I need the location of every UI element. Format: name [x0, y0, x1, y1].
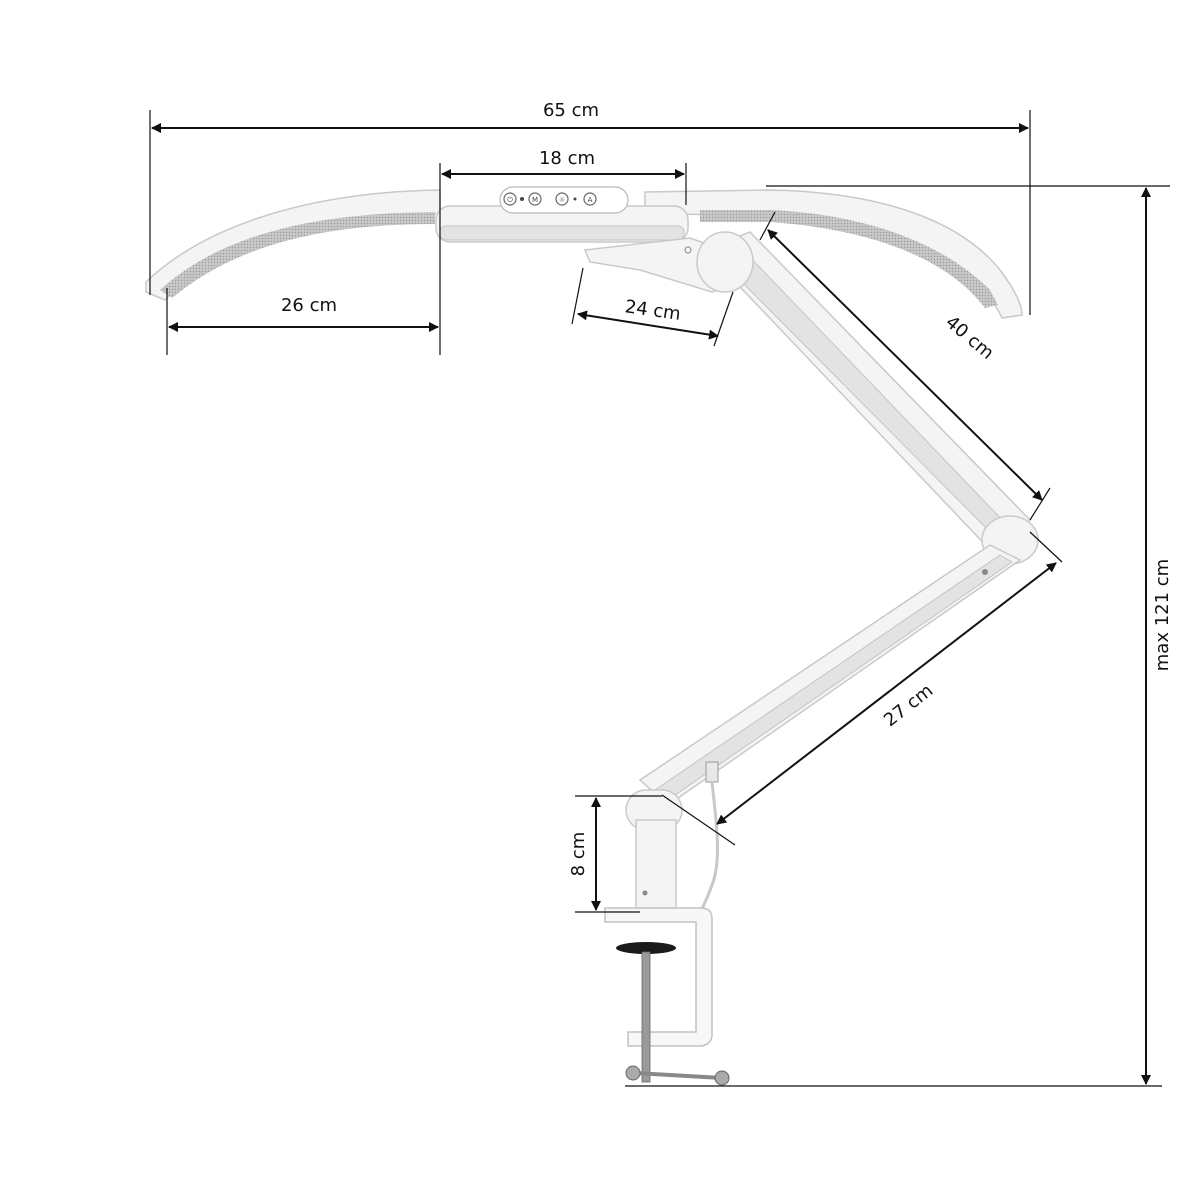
upper-joint — [696, 231, 754, 293]
power-cable — [698, 781, 719, 919]
upper-arm-label: 40 cm — [941, 312, 997, 364]
center-module-label: 18 cm — [539, 148, 595, 169]
side-head-label: 26 cm — [281, 295, 337, 316]
left-light-head — [145, 189, 441, 301]
indicator-dot — [573, 197, 577, 201]
head-mount-arm-label: 24 cm — [624, 296, 682, 325]
screw-icon — [684, 246, 692, 254]
power-icon: ⏻ — [507, 196, 513, 204]
auto-icon: A — [588, 196, 593, 204]
brightness-button[interactable]: ☼ — [555, 192, 569, 206]
lamp-illustration: ⏻ M ☼ A — [145, 186, 1039, 1086]
total-width-label: 65 cm — [543, 100, 599, 121]
dimension-lower-arm: 27 cm — [661, 531, 1063, 846]
center-module: ⏻ M ☼ A — [435, 186, 689, 243]
dimension-max-height: max 121 cm — [625, 187, 1173, 1087]
clamp-handle[interactable] — [633, 1071, 723, 1080]
indicator-dot — [520, 197, 524, 201]
screw-icon — [982, 569, 988, 575]
mode-button[interactable]: M — [528, 192, 542, 206]
clamp-knob[interactable] — [616, 942, 676, 954]
base-column-label: 8 cm — [568, 832, 589, 877]
brightness-icon: ☼ — [559, 196, 565, 204]
power-jack — [705, 761, 719, 783]
clamp-screw — [641, 951, 651, 1083]
dimension-center-module: 18 cm — [439, 148, 687, 355]
max-height-label: max 121 cm — [1152, 559, 1173, 671]
dimension-total-width: 65 cm — [149, 100, 1031, 315]
auto-button[interactable]: A — [583, 192, 597, 206]
lower-arm-label: 27 cm — [880, 680, 937, 731]
dimension-base-column: 8 cm — [568, 795, 662, 913]
power-button[interactable]: ⏻ — [503, 192, 517, 206]
base-column — [625, 789, 683, 913]
desk-clamp — [604, 907, 730, 1086]
mode-icon: M — [532, 196, 538, 204]
dimension-side-head: 26 cm — [166, 288, 439, 355]
